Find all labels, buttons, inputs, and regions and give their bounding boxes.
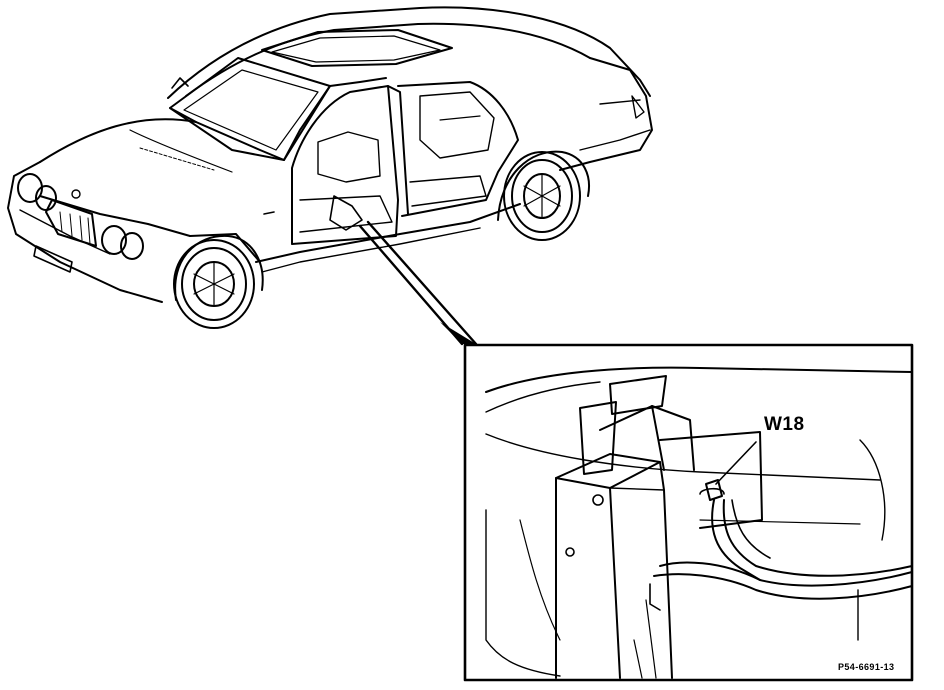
callout-label-w18: W18 [764, 414, 805, 435]
figure-reference-code: P54-6691-13 [838, 662, 895, 672]
detail-inset [463, 343, 914, 682]
leader-line [358, 220, 478, 346]
car-illustration [7, 6, 653, 329]
